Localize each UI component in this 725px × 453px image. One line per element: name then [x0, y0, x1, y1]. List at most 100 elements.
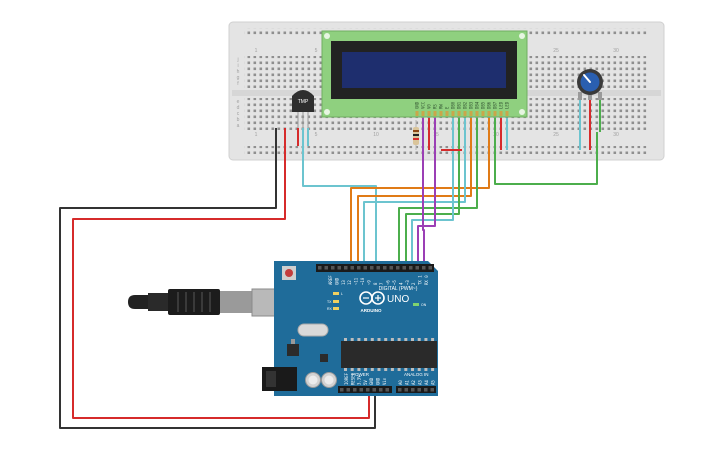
wire[interactable] [59, 128, 376, 429]
digital-pin[interactable] [396, 266, 400, 270]
analog-pin[interactable] [430, 388, 435, 392]
resistor [413, 120, 419, 150]
power-pin[interactable] [346, 388, 351, 392]
row-label: j [236, 57, 238, 63]
lcd-pin[interactable] [481, 111, 485, 116]
row-label: d [237, 105, 240, 111]
lcd-pin[interactable] [493, 111, 497, 116]
analog-pin[interactable] [411, 388, 415, 392]
digital-pin-label: ~3 [405, 280, 410, 285]
lcd-pin[interactable] [439, 111, 443, 116]
lcd-pin-label: DB3 [468, 101, 473, 109]
potentiometer [577, 69, 603, 100]
lcd-pin-label: VCC [420, 101, 425, 109]
atmega-chip [341, 341, 437, 368]
digital-pin-label: AREF [328, 275, 333, 285]
power-pin[interactable] [379, 388, 383, 392]
analog-pin-label: A2 [411, 380, 416, 385]
column-label: 10 [373, 132, 379, 138]
digital-pin[interactable] [370, 266, 374, 270]
power-pin[interactable] [353, 388, 357, 392]
digital-pin[interactable] [318, 266, 322, 270]
digital-pin[interactable] [402, 266, 407, 270]
digital-pin[interactable] [409, 266, 413, 270]
analog-pin-label: A3 [418, 380, 423, 385]
lcd-pin[interactable] [487, 111, 491, 116]
lcd-pin[interactable] [505, 111, 509, 116]
wire[interactable] [411, 118, 454, 268]
digital-pin[interactable] [357, 266, 361, 270]
wire[interactable] [398, 118, 478, 268]
wire[interactable] [417, 118, 436, 268]
digital-pin-label: RX 0 [424, 275, 429, 285]
lcd-pin[interactable] [451, 111, 455, 116]
analog-pin[interactable] [424, 388, 428, 392]
digital-pin[interactable] [324, 266, 329, 270]
lcd-pin-label: DB5 [480, 101, 485, 109]
column-label: 25 [553, 48, 559, 54]
lcd-pin[interactable] [421, 111, 425, 116]
digital-pin[interactable] [363, 266, 368, 270]
digital-pin[interactable] [422, 266, 426, 270]
tx-led-label: TX [327, 300, 332, 304]
power-header [338, 386, 392, 393]
lcd-pin[interactable] [427, 111, 431, 116]
wire[interactable] [357, 118, 472, 268]
analog-pin[interactable] [417, 388, 422, 392]
digital-pin[interactable] [344, 266, 348, 270]
lcd-pin[interactable] [475, 111, 479, 116]
lcd-pin[interactable] [445, 111, 449, 116]
row-label: c [237, 111, 240, 117]
row-label: g [237, 75, 240, 81]
power-pin[interactable] [366, 388, 370, 392]
wire[interactable] [350, 118, 490, 268]
lcd-pin[interactable] [469, 111, 473, 116]
column-label: 30 [613, 132, 619, 138]
power-pin-label: Vin [382, 377, 387, 385]
rx-led [333, 307, 339, 310]
rx-led-label: RX [327, 307, 333, 311]
digital-pin[interactable] [331, 266, 335, 270]
usb-cable [128, 288, 279, 317]
digital-header [316, 264, 434, 272]
power-pin[interactable] [385, 388, 390, 392]
digital-pin[interactable] [428, 266, 433, 270]
digital-pin-label: 4 [398, 282, 403, 285]
wire[interactable] [405, 118, 460, 268]
digital-pin[interactable] [383, 266, 387, 270]
board-brand: ARDUINO [361, 308, 382, 313]
lcd-pin[interactable] [463, 111, 467, 116]
digital-pin-label: ~10 [360, 277, 365, 285]
wire[interactable] [422, 118, 425, 268]
reset-button[interactable] [285, 269, 293, 277]
digital-pin[interactable] [415, 266, 420, 270]
lcd-pin-label: DB7 [492, 101, 497, 109]
power-pin[interactable] [340, 388, 344, 392]
wire[interactable] [494, 118, 598, 185]
analog-pin-label: A4 [424, 380, 429, 385]
power-pin[interactable] [372, 388, 377, 392]
lcd-pin[interactable] [433, 111, 437, 116]
digital-pin[interactable] [337, 266, 342, 270]
lcd-pin-label: DB6 [486, 101, 491, 109]
wire[interactable] [72, 128, 370, 419]
wire[interactable] [363, 118, 466, 268]
lcd-pin[interactable] [499, 111, 503, 116]
usb-port [251, 288, 279, 317]
analog-pin-label: A1 [405, 380, 410, 385]
digital-pin[interactable] [350, 266, 355, 270]
digital-pin[interactable] [389, 266, 394, 270]
lcd-screen [342, 52, 506, 88]
analog-pin[interactable] [398, 388, 402, 392]
lcd-pin[interactable] [457, 111, 461, 116]
power-pin[interactable] [359, 388, 364, 392]
analog-pin[interactable] [404, 388, 409, 392]
lcd-pin[interactable] [415, 111, 419, 116]
wire[interactable] [302, 128, 377, 268]
power-pin-label: IOREF [344, 372, 349, 385]
digital-pin[interactable] [376, 266, 381, 270]
temperature-sensor: TMP [292, 90, 314, 128]
